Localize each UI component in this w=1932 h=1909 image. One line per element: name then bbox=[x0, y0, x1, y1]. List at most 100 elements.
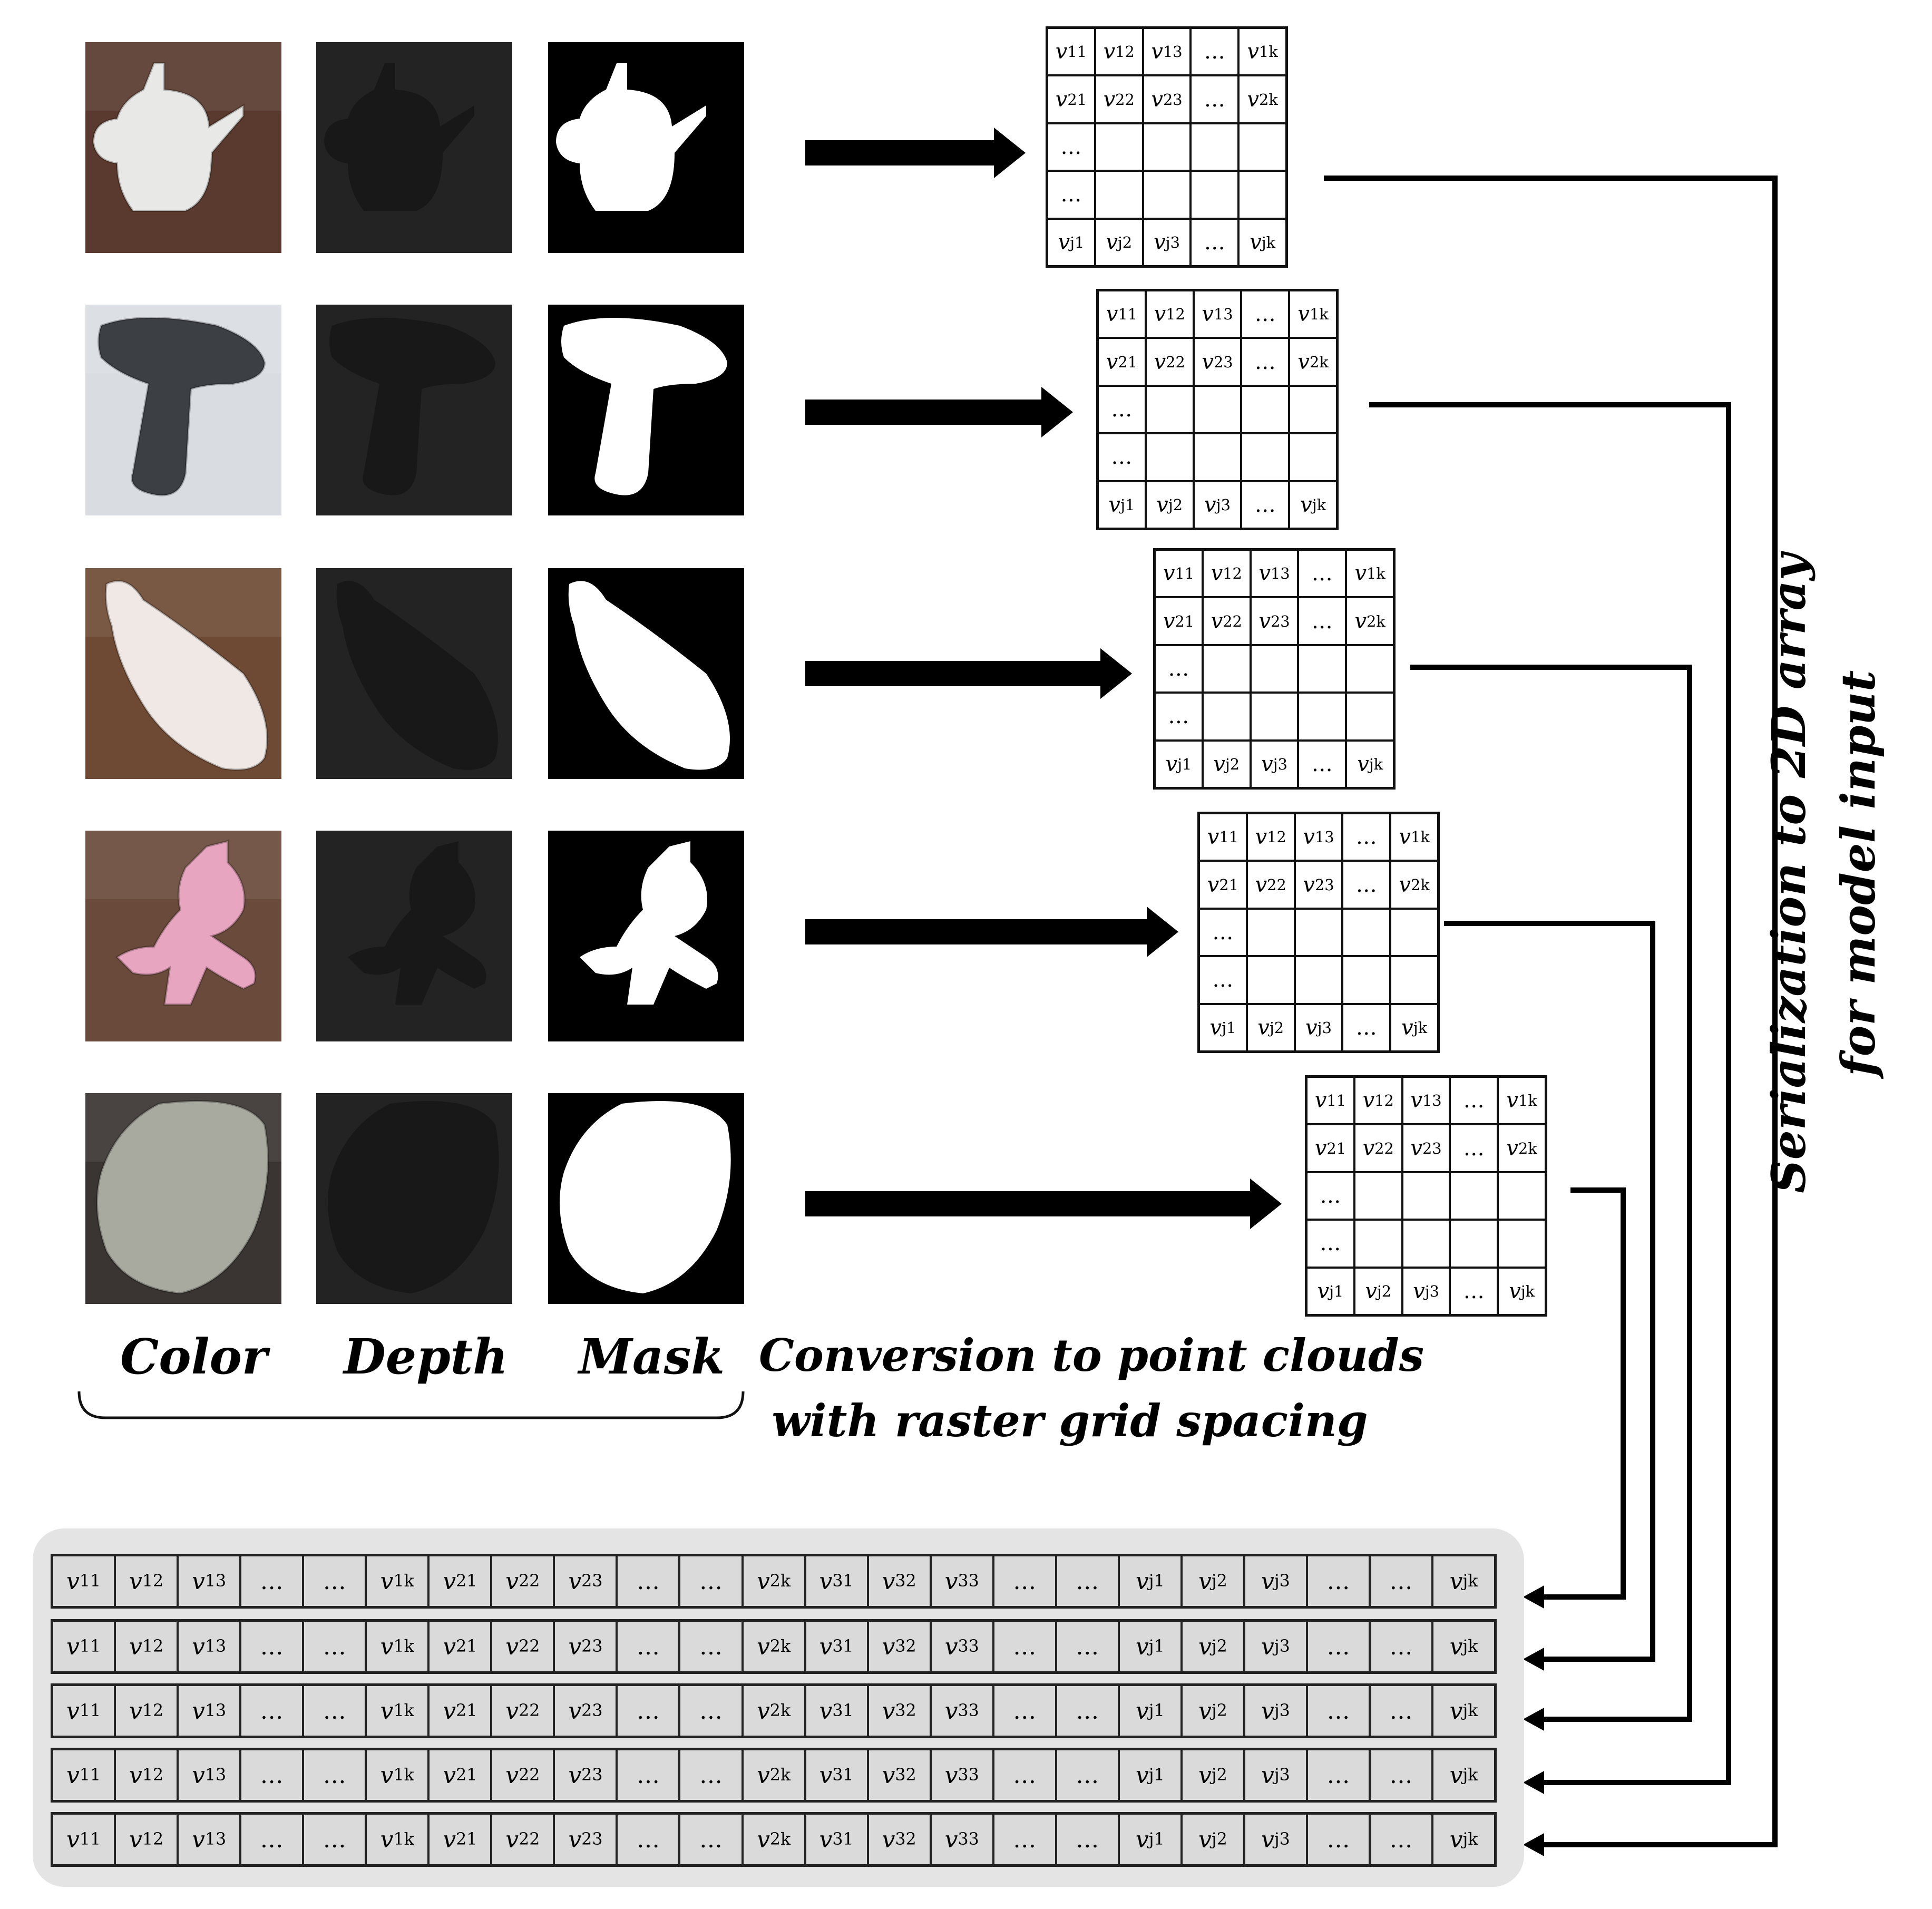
array-cell: … bbox=[617, 1621, 680, 1672]
grid-cell bbox=[1193, 385, 1242, 434]
serialization-label-line1: Serialization to 2D array bbox=[1761, 553, 1816, 1193]
grid-cell bbox=[1498, 1220, 1546, 1268]
grid-cell: … bbox=[1450, 1267, 1498, 1315]
grid-cell bbox=[1342, 908, 1391, 957]
grid-cell bbox=[1294, 908, 1343, 957]
array-cell: … bbox=[303, 1749, 366, 1801]
conversion-arrow-head bbox=[1100, 648, 1132, 699]
grid-cell bbox=[1095, 123, 1143, 171]
serialization-arrow-head bbox=[1523, 1648, 1544, 1671]
mask-image-pink-cat bbox=[548, 831, 744, 1041]
array-cell: … bbox=[617, 1555, 680, 1607]
grid-cell bbox=[1346, 693, 1394, 741]
array-cell: … bbox=[303, 1814, 366, 1865]
grid-cell: … bbox=[1306, 1172, 1354, 1220]
color-image-bottle bbox=[85, 568, 281, 779]
color-image-pink-cat bbox=[85, 831, 281, 1041]
grid-cell bbox=[1238, 123, 1286, 171]
grid-cell bbox=[1193, 433, 1242, 481]
array-cell: … bbox=[1369, 1685, 1433, 1737]
mask-column-label: Mask bbox=[579, 1328, 725, 1385]
grid-cell: … bbox=[1155, 645, 1203, 693]
grid-cell: … bbox=[1191, 218, 1239, 266]
array-cell: … bbox=[1306, 1685, 1370, 1737]
grid-cell: … bbox=[1450, 1124, 1498, 1172]
grid-cell bbox=[1289, 385, 1337, 434]
grid-cell: … bbox=[1191, 75, 1239, 123]
array-cell: … bbox=[1369, 1555, 1433, 1607]
array-cell: … bbox=[1306, 1621, 1370, 1672]
grid-cell bbox=[1191, 171, 1239, 219]
grid-cell bbox=[1298, 693, 1346, 741]
serialization-label-line2: for model input bbox=[1831, 670, 1886, 1077]
grid-cell: … bbox=[1298, 597, 1346, 645]
grid-cell bbox=[1241, 385, 1290, 434]
array-cell: … bbox=[679, 1685, 743, 1737]
grid-cell: … bbox=[1241, 481, 1290, 529]
array-cell: … bbox=[1369, 1814, 1433, 1865]
array-cell: … bbox=[993, 1814, 1056, 1865]
grid-cell: … bbox=[1047, 123, 1095, 171]
array-cell: … bbox=[1306, 1814, 1370, 1865]
conversion-arrow-shaft bbox=[805, 1191, 1250, 1216]
depth-column-label: Depth bbox=[344, 1328, 509, 1385]
grid-cell bbox=[1342, 956, 1391, 1004]
